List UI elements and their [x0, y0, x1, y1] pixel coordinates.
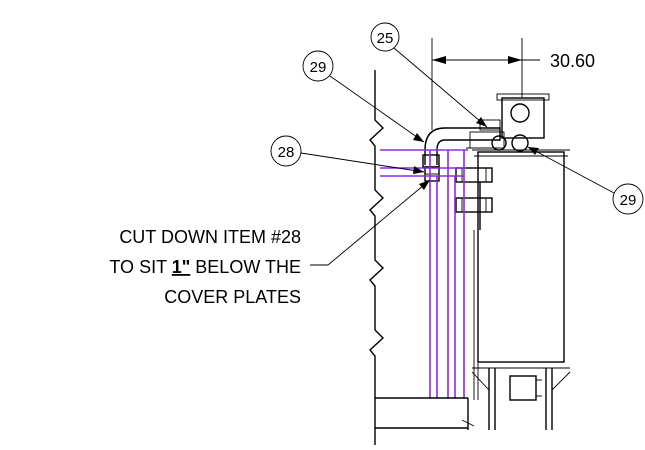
note-line-2-suffix: BELOW THE — [190, 257, 301, 277]
note-line-2: TO SIT 1" BELOW THE — [109, 257, 301, 277]
note-text: CUT DOWN ITEM #28 TO SIT 1" BELOW THE CO… — [109, 227, 301, 307]
wall-break-line — [369, 70, 385, 445]
balloon-28: 28 — [270, 135, 425, 174]
top-equipment — [445, 93, 550, 152]
balloon-28-label: 28 — [278, 144, 295, 161]
balloon-25-label: 25 — [377, 30, 394, 47]
note-line-2-prefix: TO SIT — [109, 257, 171, 277]
note-line-3: COVER PLATES — [164, 287, 301, 307]
base-beam — [375, 397, 475, 430]
balloon-29-right-label: 29 — [620, 192, 637, 209]
balloon-29-top-label: 29 — [310, 59, 327, 76]
mounting-brackets — [455, 167, 493, 400]
pipe-elbow-assembly — [422, 127, 446, 182]
note-leader — [310, 179, 431, 266]
note-line-1: CUT DOWN ITEM #28 — [119, 227, 301, 247]
tank-body — [471, 149, 571, 430]
dimension-30-60: 30.60 — [431, 38, 595, 130]
balloon-29-top: 29 — [302, 50, 425, 143]
balloon-25: 25 — [370, 22, 488, 128]
dimension-value: 30.60 — [550, 51, 595, 71]
note-line-2-emphasis: 1" — [172, 257, 191, 277]
cover-plates-highlight — [380, 149, 468, 398]
balloon-29-right: 29 — [527, 146, 644, 215]
